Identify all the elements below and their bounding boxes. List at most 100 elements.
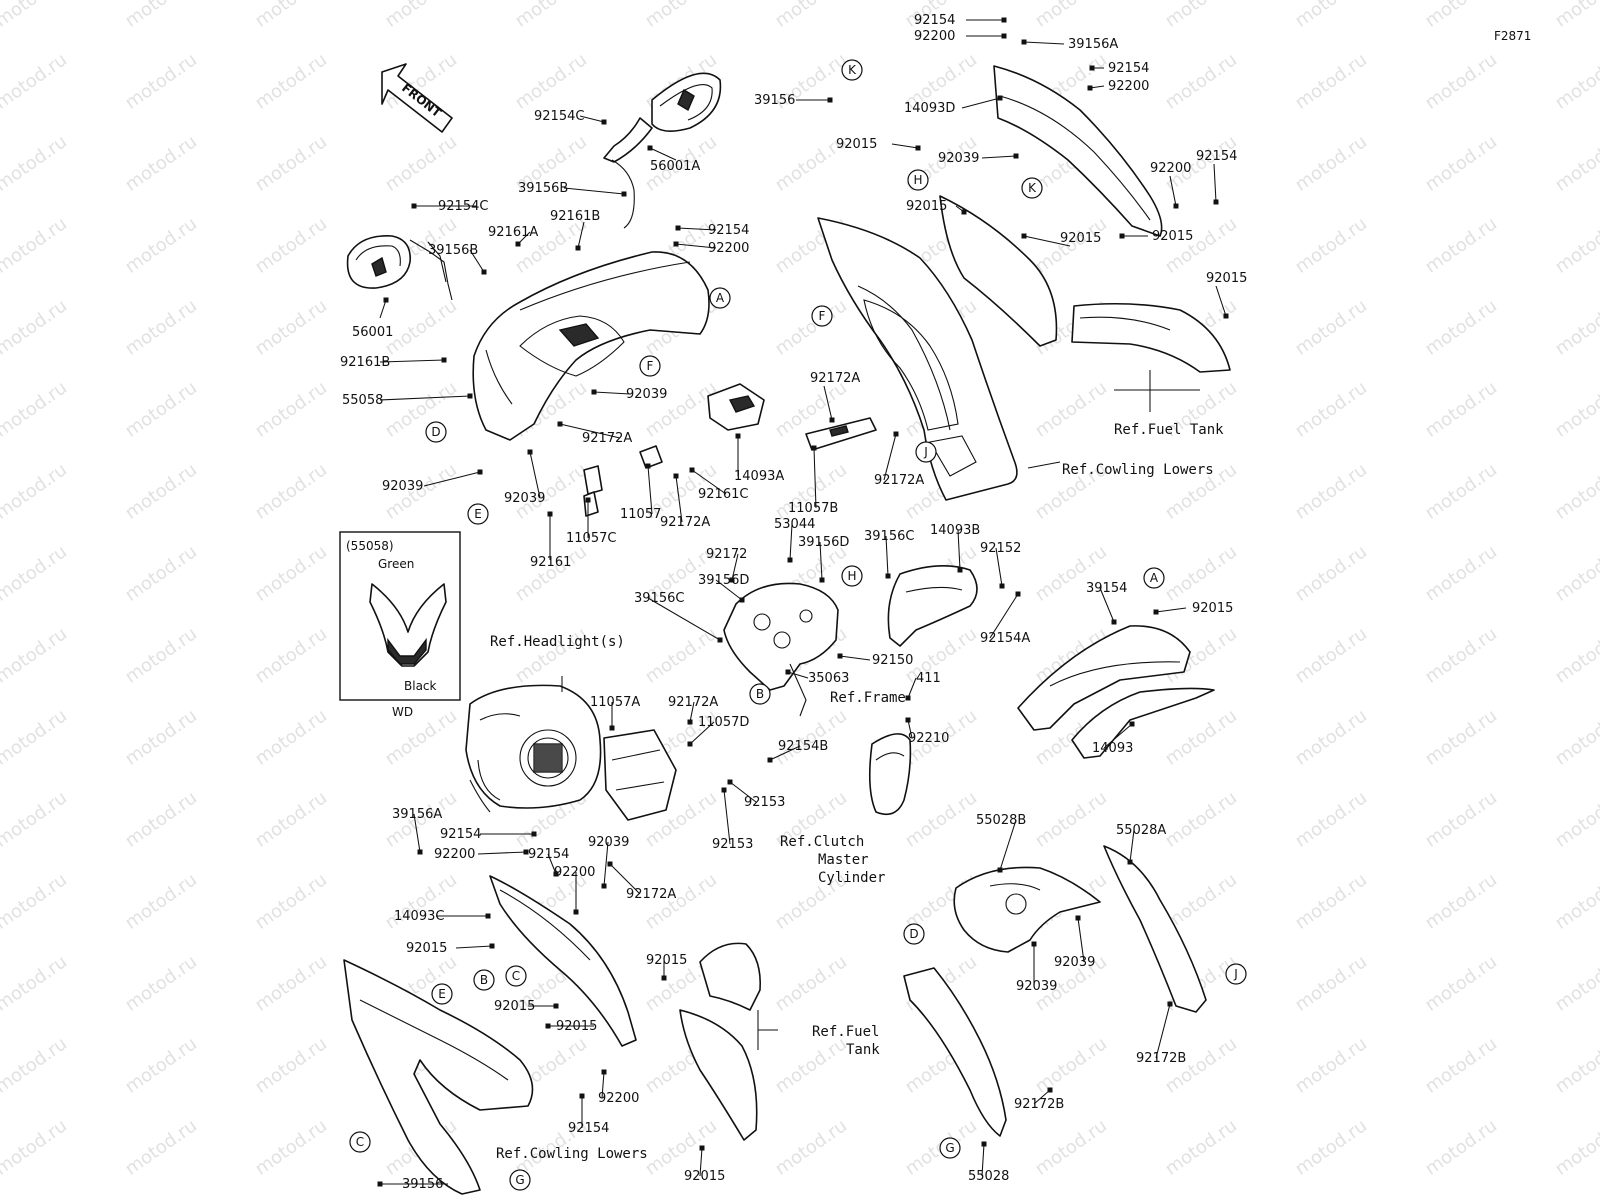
watermark-text: motod.ru <box>121 951 201 1016</box>
bracket-11057b <box>805 417 877 451</box>
watermark-text: motod.ru <box>1031 1115 1111 1180</box>
watermark-text: motod.ru <box>121 541 201 606</box>
fastener-mark <box>601 1069 607 1075</box>
callout-letter-text: F <box>819 309 826 323</box>
reference-label: Ref.Cowling Lowers <box>496 1146 648 1162</box>
watermark-text: motod.ru <box>1291 1033 1371 1098</box>
callout-letter-text: H <box>913 173 922 187</box>
watermark-text: motod.ru <box>1551 951 1600 1016</box>
callout-circle <box>639 355 661 377</box>
watermark-text: motod.ru <box>771 0 851 32</box>
inset-top-label: Green <box>378 557 414 571</box>
fastener-mark <box>997 95 1003 101</box>
fastener-mark <box>467 393 473 399</box>
watermark-text: motod.ru <box>0 705 71 770</box>
watermark-text: motod.ru <box>251 49 331 114</box>
callout-letter-text: D <box>909 927 918 941</box>
part-number-label: 92161B <box>340 355 390 370</box>
leader-line <box>379 299 387 319</box>
callout-letter: A <box>1143 567 1165 589</box>
fastener-mark <box>785 669 791 675</box>
fastener-mark <box>1129 721 1135 727</box>
part-number-label: 92200 <box>1150 161 1191 176</box>
leader-line <box>675 475 683 523</box>
inset-variant: WD <box>392 705 413 719</box>
watermark-text: motod.ru <box>381 0 461 32</box>
part-number-label: 92154 <box>914 13 955 28</box>
fastener-mark <box>1213 199 1219 205</box>
leader-line <box>677 227 717 231</box>
bracket-11057 <box>583 445 663 517</box>
watermark-text: motod.ru <box>1291 459 1371 524</box>
fastener-mark <box>531 831 537 837</box>
part-number-label: 11057A <box>590 695 640 710</box>
watermark-text: motod.ru <box>511 49 591 114</box>
part-number-label: 92172A <box>660 515 710 530</box>
reference-label: Ref.Clutch <box>780 834 864 850</box>
watermark-text: motod.ru <box>381 869 461 934</box>
inset-bottom-label: Black <box>404 679 437 693</box>
leader-line <box>379 395 471 401</box>
watermark-text: motod.ru <box>0 541 71 606</box>
fastener-mark <box>547 511 553 517</box>
watermark-text: motod.ru <box>251 869 331 934</box>
callout-letter-text: C <box>356 1135 364 1149</box>
fastener-mark <box>607 861 613 867</box>
watermark-text: motod.ru <box>121 0 201 32</box>
watermark-text: motod.ru <box>1291 623 1371 688</box>
callout-letter: E <box>431 983 453 1005</box>
watermark-text: motod.ru <box>1551 0 1600 32</box>
callout-letter: D <box>903 923 925 945</box>
leader-line <box>1215 285 1227 317</box>
fastener-mark <box>999 583 1005 589</box>
callout-letter-text: J <box>1233 967 1238 981</box>
callout-circle <box>1225 963 1247 985</box>
callout-letter: H <box>907 169 929 191</box>
watermark-text: motod.ru <box>1291 0 1371 32</box>
callout-letter: E <box>467 503 489 525</box>
part-number-label: 92039 <box>938 151 979 166</box>
cover-14093b <box>887 565 978 647</box>
leader-line <box>563 187 625 195</box>
leader-line <box>579 115 605 123</box>
callout-circle <box>505 965 527 987</box>
leader-line <box>647 597 721 641</box>
watermark-text: motod.ru <box>1421 0 1501 32</box>
side-fairing-lower-left <box>343 959 534 1195</box>
callout-letter-text: E <box>474 507 482 521</box>
fastener-mark <box>609 725 615 731</box>
part-number-label: 56001 <box>352 325 393 340</box>
fastener-mark <box>601 119 607 125</box>
callout-letter-text: C <box>512 969 520 983</box>
leader-line <box>813 447 817 509</box>
fastener-mark <box>767 757 773 763</box>
watermark-text: motod.ru <box>251 295 331 360</box>
watermark-text: motod.ru <box>0 1033 71 1098</box>
part-number-label: 14093 <box>1092 741 1133 756</box>
leader-line <box>731 553 739 581</box>
fastener-mark <box>893 431 899 437</box>
watermark-text: motod.ru <box>1551 213 1600 278</box>
fastener-mark <box>621 191 627 197</box>
watermark-text: motod.ru <box>1421 213 1501 278</box>
part-number-label: 92015 <box>406 941 447 956</box>
fastener-mark <box>647 145 653 151</box>
fastener-mark <box>687 741 693 747</box>
watermark-text: motod.ru <box>0 295 71 360</box>
part-number-label: 92015 <box>684 1169 725 1184</box>
leader-line <box>995 547 1003 587</box>
watermark-text: motod.ru <box>0 0 71 32</box>
callout-circle <box>467 503 489 525</box>
callout-letter-text: E <box>438 987 446 1001</box>
watermark-text: motod.ru <box>641 623 721 688</box>
part-number-label: 39156C <box>864 529 914 544</box>
part-number-label: 92200 <box>434 847 475 862</box>
part-number-label: 92154B <box>778 739 828 754</box>
callout-circle <box>1021 177 1043 199</box>
part-number-label: 92154 <box>568 1121 609 1136</box>
watermark-text: motod.ru <box>771 1033 851 1098</box>
callout-letter: B <box>473 969 495 991</box>
fastener-mark <box>477 469 483 475</box>
fastener-mark <box>1153 609 1159 615</box>
watermark-text: motod.ru <box>1161 1115 1241 1180</box>
